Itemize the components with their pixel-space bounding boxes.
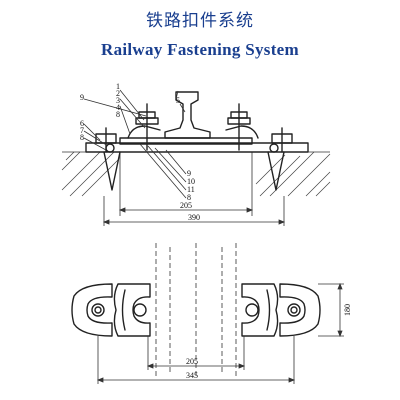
callout-8a: 8: [116, 110, 120, 119]
rail-strip: [155, 243, 237, 378]
callout-10: 10: [187, 177, 195, 186]
clip-outer-left: [71, 283, 113, 337]
dim-205-section: 205: [180, 201, 192, 210]
callout-5: 5: [176, 96, 180, 105]
title-chinese: 铁路扣件系统: [146, 11, 254, 31]
dim-205-plan: 205: [186, 357, 198, 366]
callout-9c: 9: [187, 169, 191, 178]
callout-7: 7: [80, 126, 84, 135]
callout-6: 6: [80, 119, 84, 128]
sleeper-hatching: [61, 151, 331, 198]
right-fastener: [225, 103, 293, 153]
leader-lines: [83, 89, 187, 199]
callout-8c: 8: [187, 193, 191, 202]
clip-inner-left: [113, 283, 151, 337]
title-english: Railway Fastening System: [101, 40, 299, 59]
plan-dimensions: [96, 282, 344, 384]
clip-inner-right: [241, 283, 279, 337]
rail-profile: [164, 91, 211, 139]
callout-3: 3: [116, 96, 120, 105]
plan-view: 205 345 180: [71, 243, 352, 384]
dim-180-plan: 180: [343, 304, 352, 316]
callout-9: 9: [80, 93, 84, 102]
callout-4: 4: [116, 103, 120, 112]
dim-345-plan: 345: [186, 371, 198, 380]
callout-8b: 8: [80, 133, 84, 142]
callout-2: 2: [116, 89, 120, 98]
callout-11: 11: [187, 185, 195, 194]
clip-outer-right: [279, 283, 321, 337]
base-plate: [85, 142, 309, 153]
callout-1: 1: [116, 82, 120, 91]
dim-390-section: 390: [188, 213, 200, 222]
left-fastener: [95, 103, 161, 153]
section-dimensions: [102, 196, 286, 226]
section-view: 9 1 2 3 4 8 6 7 8 5 9 10 11 8 205 390: [61, 82, 331, 226]
